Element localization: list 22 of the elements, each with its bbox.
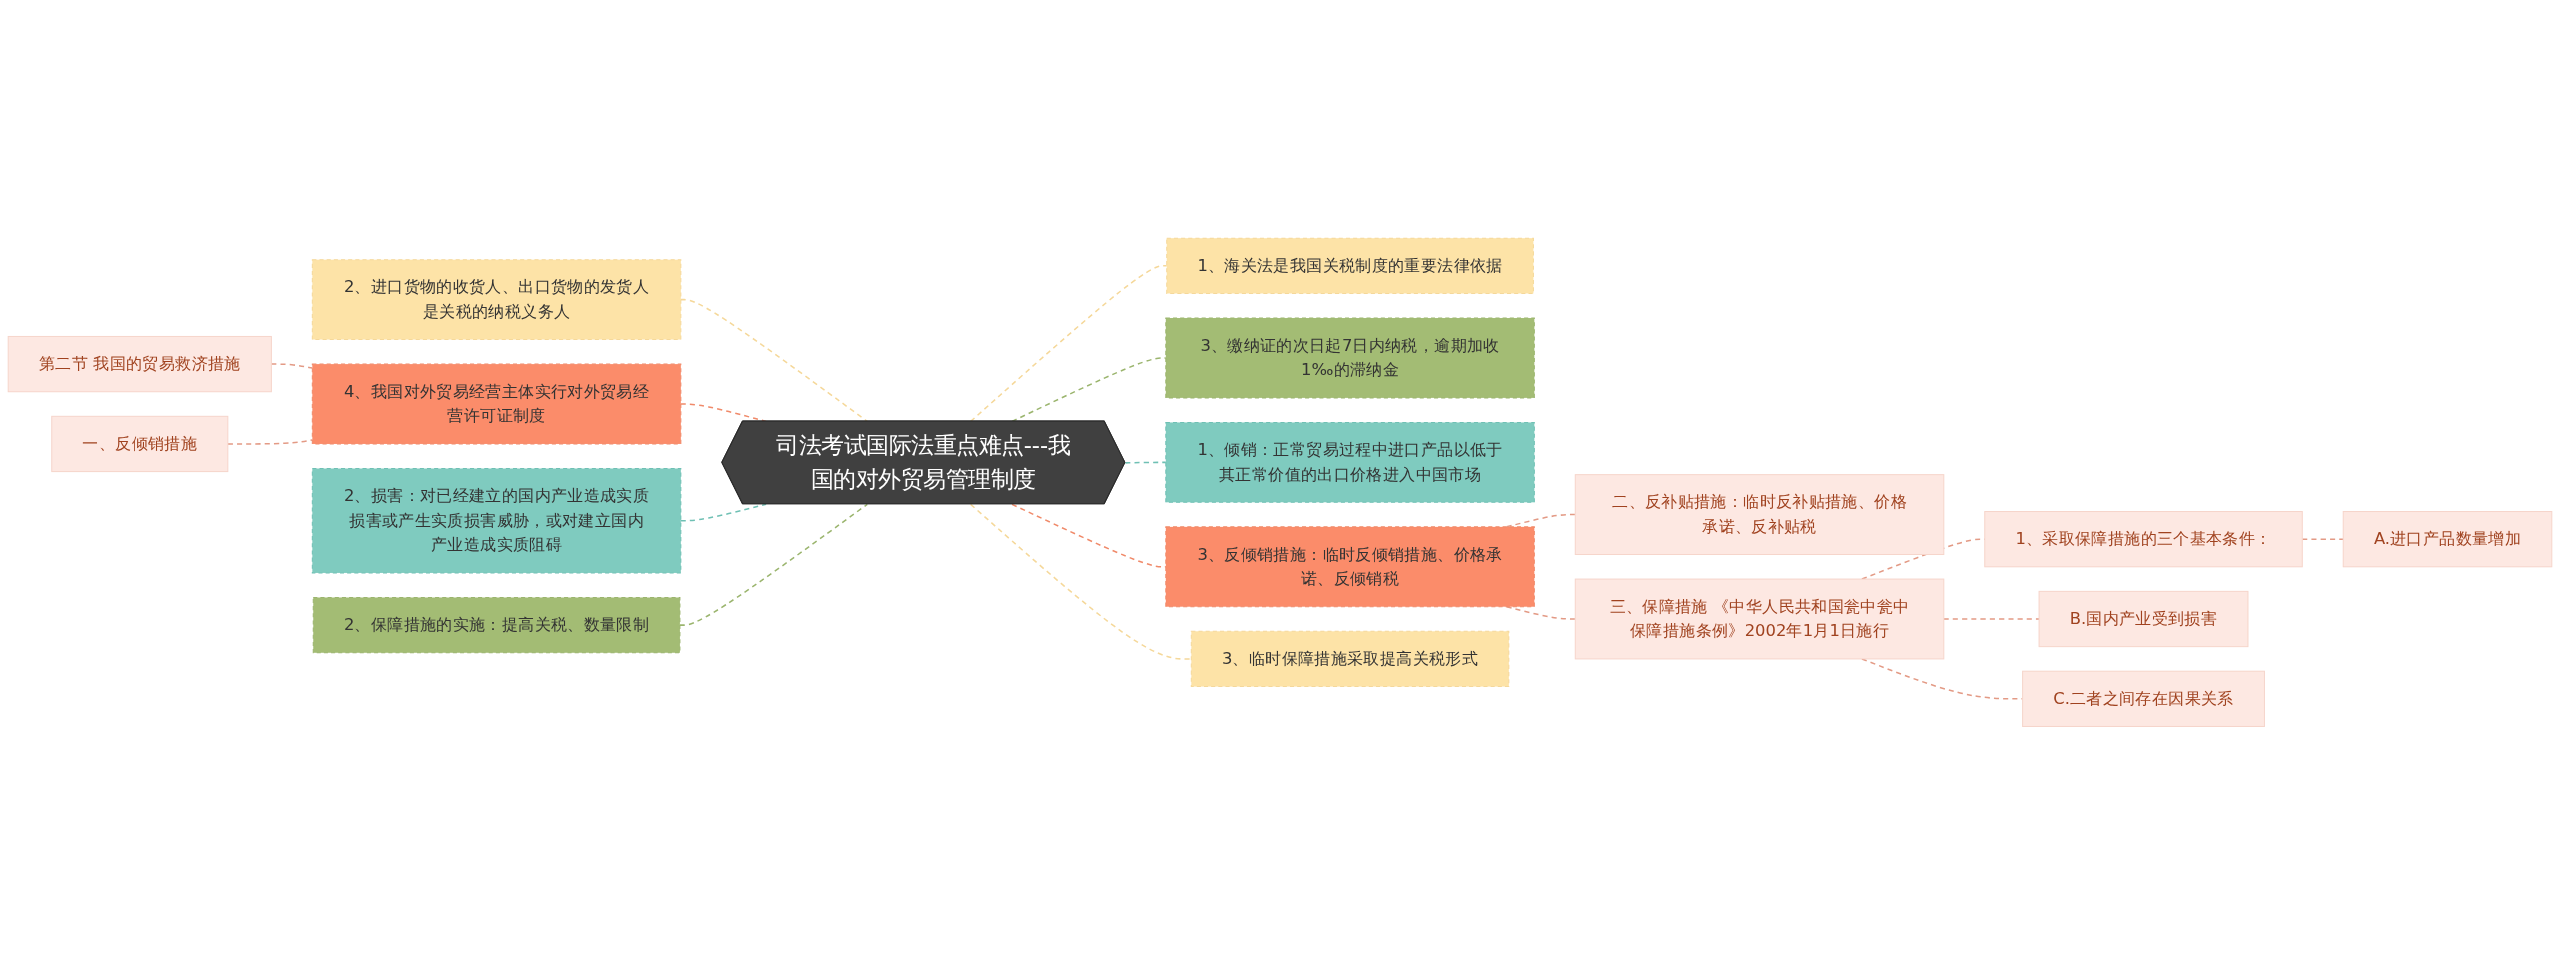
node-box: 4、我国对外贸易经营主体实行对外贸易经营许可证制度 xyxy=(311,363,682,445)
node-box: 1、倾销：正常贸易过程中进口产品以低于其正常价值的出口价格进入中国市场 xyxy=(1165,422,1535,503)
node-box: 二、反补贴措施：临时反补贴措施、价格承诺、反补贴税 xyxy=(1574,474,1945,556)
node-box: 2、进口货物的收货人、出口货物的发货人是关税的纳税义务人 xyxy=(311,259,682,341)
node-box: 2、保障措施的实施：提高关税、数量限制 xyxy=(312,597,681,654)
node-box: 1、采取保障措施的三个基本条件： xyxy=(1984,511,2303,568)
node-box: 3、反倾销措施：临时反倾销措施、价格承诺、反倾销税 xyxy=(1165,526,1535,608)
node-box: C.二者之间存在因果关系 xyxy=(2022,670,2265,728)
connector xyxy=(227,439,314,445)
node-box: 第二节 我国的贸易救济措施 xyxy=(7,336,272,393)
node-box: 3、临时保障措施采取提高关税形式 xyxy=(1190,630,1510,688)
node-box: 三、保障措施 《中华人民共和国瓮中瓮中保障措施条例》2002年1月1日施行 xyxy=(1574,578,1945,660)
connector xyxy=(1943,618,2040,620)
node-box: A.进口产品数量增加 xyxy=(2342,511,2553,568)
connector xyxy=(679,503,869,627)
connector xyxy=(680,299,869,423)
node-box: B.国内产业受到损害 xyxy=(2038,591,2249,648)
node-box: 3、缴纳证的次日起7日内纳税，逾期加收1‰的滞纳金 xyxy=(1165,317,1535,399)
node-box: 1、海关法是我国关税制度的重要法律依据 xyxy=(1166,237,1534,295)
node-box: 一、反倾销措施 xyxy=(51,415,229,473)
node-box: 2、损害：对已经建立的国内产业造成实质损害或产生实质损害威胁，或对建立国内产业造成实质阻碍 xyxy=(311,468,682,574)
connector xyxy=(680,503,767,522)
